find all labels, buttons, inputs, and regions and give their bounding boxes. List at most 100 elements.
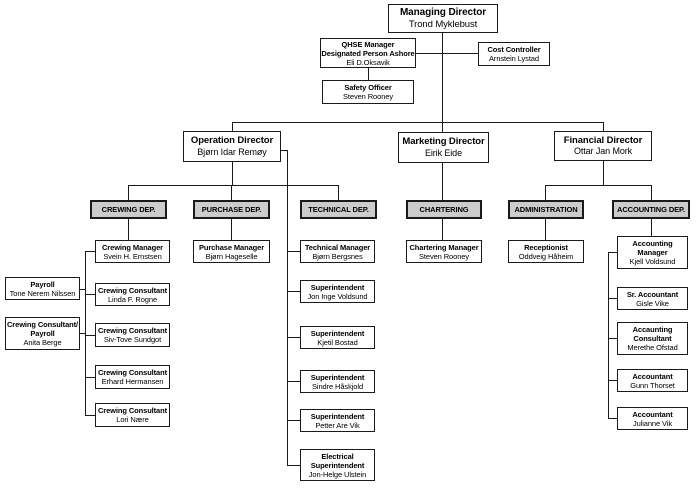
node-title: Crewing Consultant [97,285,168,295]
node-title: Sr. Accountant [626,289,679,299]
node-person-name: Oddveig Håheim [518,251,574,261]
node-person-name: Trond Myklebust [408,18,478,30]
node-title-line2: Consultant [633,334,672,343]
node-person-name: Arnstein Lystad [489,54,539,63]
node-person-name: Tone Nerem Nilssen [9,288,76,298]
connector-line [608,418,617,419]
node-title-line2: Manager [637,248,668,257]
dept-label: CHARTERING [419,205,469,214]
connector-line [287,381,300,382]
dept-label: TECHNICAL DEP. [308,205,369,214]
connector-line [287,337,300,338]
connector-line [608,252,617,253]
connector-line [287,251,300,252]
node-dept-chartering: CHARTERING [406,200,482,219]
node-safety-officer: Safety Officer Steven Rooney [322,80,414,104]
connector-line [603,161,604,185]
node-person-name: Ottar Jan Mork [573,146,633,157]
node-title: Payroll [30,279,55,289]
node-crewing-consultant-payroll: Crewing Consultant/ Payroll Anita Berge [5,317,80,350]
node-sr-accountant: Sr. Accountant Gisle Vike [617,287,688,310]
node-title-line2: Designated Person Ashore [321,48,415,58]
node-title: Accountant [632,371,673,381]
connector-line [85,251,86,415]
node-payroll: Payroll Tone Nerem Nilssen [5,277,80,300]
node-person-name: Gunn Thorset [630,380,675,390]
node-title: Marketing Director [402,136,485,148]
node-title: Accaunting [632,325,673,334]
connector-line [608,338,617,339]
connector-line [85,294,95,295]
node-dept-technical: TECHNICAL DEP. [300,200,377,219]
node-title: Financial Director [563,134,643,146]
node-managing-director: Managing Director Trond Myklebust [388,4,498,33]
connector-line [545,185,546,200]
node-purchase-manager: Purchase Manager Bjørn Hageselle [193,240,270,263]
connector-line [442,33,443,122]
node-person-name: Eli D.Oksavik [346,57,390,67]
node-crewing-consultant-3: Crewing Consultant Erhard Hermansen [95,365,170,389]
node-person-name: Julianne Vik [632,418,673,428]
connector-line [651,219,652,236]
node-title: Managing Director [399,6,487,18]
connector-line [232,162,233,185]
node-person-name: Sindre Håskjold [311,381,364,391]
node-crewing-manager: Crewing Manager Svein H. Ernstsen [95,240,170,263]
connector-line [608,298,617,299]
node-person-name: Kjell Voldsund [629,257,676,266]
node-superintendent-3: Superintendent Sindre Håskjold [300,370,375,393]
node-accounting-manager: Accounting Manager Kjell Voldsund [617,236,688,269]
node-superintendent-4: Superintendent Petter Are Vik [300,409,375,432]
node-title: Crewing Consultant/ [6,320,79,329]
node-title: Crewing Consultant [97,368,168,377]
connector-line [232,122,233,131]
connector-line [85,335,95,336]
node-person-name: Lori Nære [116,415,149,424]
node-title: Accountant [632,409,673,419]
node-superintendent-2: Superintendent Kjetil Bostad [300,326,375,349]
node-crewing-consultant-2: Crewing Consultant Siv-Tove Sundgot [95,323,170,347]
node-title: Crewing Manager [101,242,163,252]
connector-line [128,219,129,240]
connector-line [231,219,232,240]
node-person-name: Linda F. Rogne [107,294,158,304]
node-receptionist: Receptionist Oddveig Håheim [508,240,584,263]
node-qhse-manager: QHSE Manager Designated Person Ashore El… [320,38,416,68]
node-person-name: Steven Rooney [419,251,469,261]
node-accountant-2: Accountant Julianne Vik [617,407,688,430]
connector-line [232,122,604,123]
node-title: Crewing Consultant [97,326,168,335]
node-title: Safety Officer [344,83,392,92]
node-title: Superintendent [310,372,365,382]
connector-line [128,185,339,186]
node-financial-director: Financial Director Ottar Jan Mork [554,131,652,161]
connector-line [85,251,95,252]
node-person-name: Kjetil Bostad [317,337,358,347]
node-person-name: Petter Are Vik [315,420,360,430]
connector-line [368,67,369,80]
node-electrical-superintendent: Electrical Superintendent Jon-Helge Ulst… [300,449,375,481]
node-person-name: Bjørn Idar Remøy [197,146,267,157]
node-superintendent-1: Superintendent Jon Inge Voldsund [300,280,375,303]
node-title: Operation Director [190,135,274,147]
dept-label: ADMINISTRATION [514,205,578,214]
node-accountant-1: Accountant Gunn Thorset [617,369,688,392]
dept-label: PURCHASE DEP. [201,205,262,214]
node-person-name: Erhard Hermansen [101,377,164,386]
node-title-line2: Superintendent [310,460,365,470]
node-title: Superintendent [310,282,365,292]
node-title: Technical Manager [304,242,371,252]
connector-line [85,415,95,416]
node-title: Crewing Consultant [97,406,168,415]
node-crewing-consultant-1: Crewing Consultant Linda F. Rogne [95,283,170,306]
node-dept-accounting: ACCOUNTING DEP. [612,200,690,219]
node-title: Superintendent [310,411,365,421]
node-person-name: Jon-Helge Ulstein [308,469,367,479]
connector-line [442,163,443,200]
node-person-name: Bjørn Bergsnes [312,251,363,261]
connector-line [287,150,288,465]
node-title: Purchase Manager [198,242,265,252]
node-accounting-consultant: Accaunting Consultant Merethe Ofstad [617,322,688,355]
connector-line [608,252,609,418]
